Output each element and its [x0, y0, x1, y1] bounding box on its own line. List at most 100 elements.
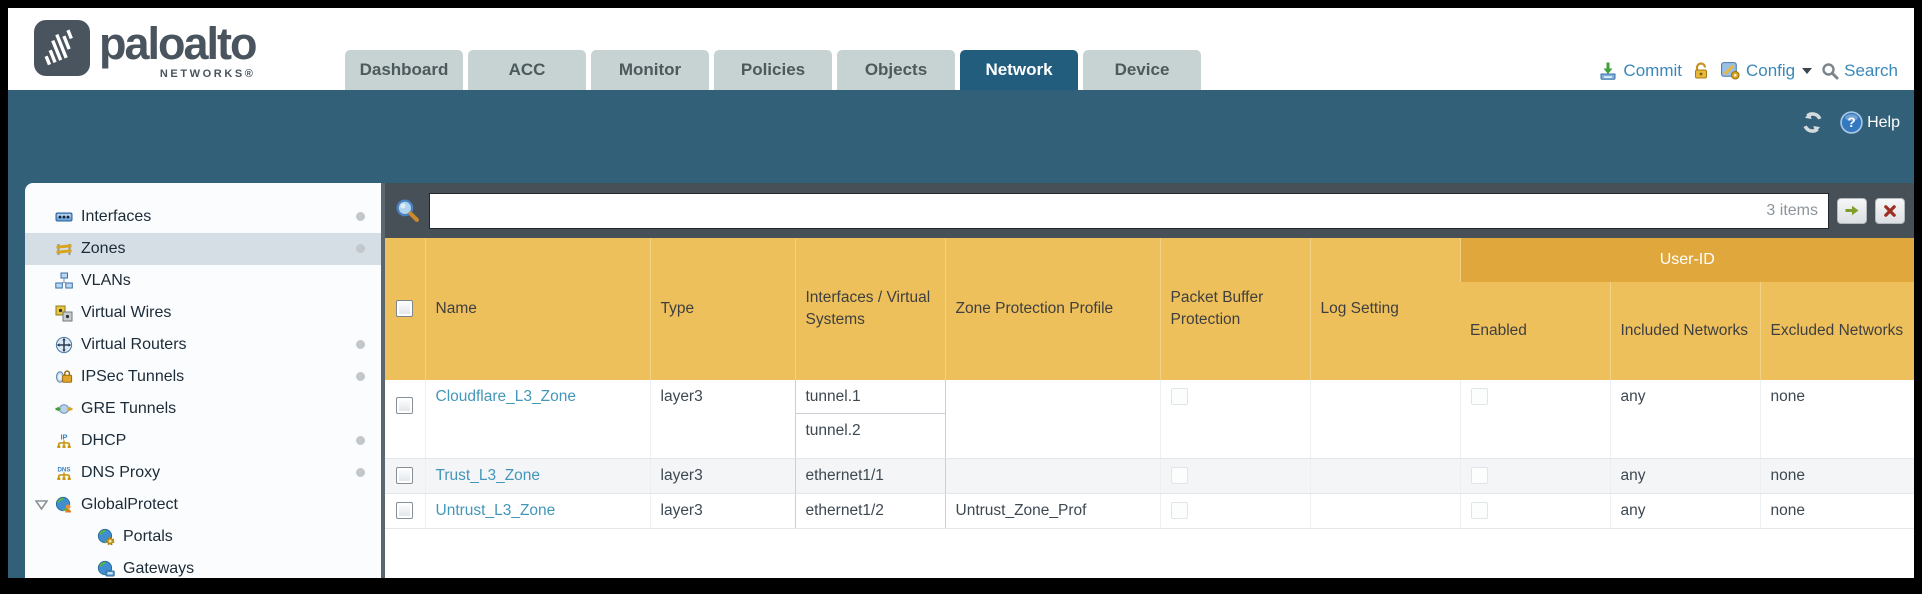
col-header-enabled[interactable]: Enabled — [1460, 282, 1610, 380]
user-id-enabled-checkbox[interactable] — [1470, 467, 1488, 485]
commit-button[interactable]: Commit — [1598, 61, 1682, 81]
svg-text:?: ? — [1847, 115, 1855, 130]
interface-entry: tunnel.1 — [796, 380, 944, 414]
packet-buffer-checkbox[interactable] — [1170, 388, 1188, 406]
sidebar-item-dhcp[interactable]: IP DHCP — [25, 425, 381, 457]
col-header-zone-protection-profile[interactable]: Zone Protection Profile — [944, 238, 1160, 380]
zone-link[interactable]: Untrust_L3_Zone — [435, 502, 556, 519]
col-header-excluded-networks[interactable]: Excluded Networks — [1759, 282, 1914, 380]
tab-monitor[interactable]: Monitor — [591, 50, 709, 90]
row-checkbox[interactable] — [396, 397, 414, 415]
sidebar-item-portals[interactable]: Portals — [25, 521, 381, 553]
sidebar-item-virtual-wires[interactable]: Virtual Wires — [25, 297, 381, 329]
config-menu-button[interactable]: Config — [1720, 60, 1813, 81]
filter-toolbar: 3 items — [385, 183, 1914, 238]
sidebar-item-label: GlobalProtect — [81, 496, 178, 513]
zone-link[interactable]: Trust_L3_Zone — [435, 467, 541, 484]
select-all-checkbox[interactable] — [396, 300, 414, 318]
col-header-log-setting[interactable]: Log Setting — [1309, 238, 1460, 380]
packet-buffer-protection-cell — [1159, 458, 1310, 494]
col-group-user-id: User-ID — [1459, 238, 1914, 282]
dns-proxy-icon: DNS — [57, 467, 71, 480]
filter-search-icon[interactable] — [394, 197, 421, 224]
zone-name-cell: Trust_L3_Zone — [424, 458, 650, 494]
sidebar-item-virtual-routers[interactable]: Virtual Routers — [25, 329, 381, 361]
sidebar-item-label: IPSec Tunnels — [81, 368, 185, 385]
row-select-cell — [385, 380, 425, 459]
sidebar-item-ipsec-tunnels[interactable]: IPSec Tunnels — [25, 361, 381, 393]
sidebar-item-globalprotect[interactable]: GlobalProtect — [25, 489, 381, 521]
status-dot — [356, 244, 365, 253]
user-id-enabled-cell — [1459, 458, 1610, 494]
portals-icon — [97, 528, 115, 546]
refresh-icon[interactable] — [1801, 111, 1824, 134]
sidebar-item-gre-tunnels[interactable]: GRE Tunnels — [25, 393, 381, 425]
config-icon — [1721, 62, 1740, 80]
log-setting-cell — [1309, 493, 1460, 529]
col-header-packet-buffer-protection[interactable]: Packet Buffer Protection — [1159, 238, 1310, 380]
col-header-name[interactable]: Name — [424, 238, 650, 380]
packet-buffer-checkbox[interactable] — [1170, 467, 1188, 485]
green-arrow-icon — [1845, 205, 1859, 216]
sidebar-item-dns-proxy[interactable]: DNS DNS Proxy — [25, 457, 381, 489]
tab-device[interactable]: Device — [1083, 50, 1201, 90]
tab-objects[interactable]: Objects — [837, 50, 955, 90]
zone-type-cell: layer3 — [649, 493, 795, 529]
clear-filter-button[interactable] — [1875, 197, 1905, 224]
included-networks-cell: any — [1609, 493, 1760, 529]
global-search-button[interactable]: Search — [1821, 61, 1898, 81]
sidebar-item-gateways[interactable]: Gateways — [25, 553, 381, 578]
zone-interfaces-cell: ethernet1/2 — [794, 493, 946, 529]
packet-buffer-protection-cell — [1159, 380, 1310, 459]
items-count-badge: 3 items — [1766, 201, 1818, 219]
sidebar-item-vlans[interactable]: VLANs — [25, 265, 381, 297]
col-header-type[interactable]: Type — [649, 238, 795, 380]
vlans-icon — [55, 272, 73, 289]
filter-input[interactable] — [440, 200, 1767, 221]
packet-buffer-checkbox[interactable] — [1170, 502, 1188, 520]
chevron-expanded-icon[interactable] — [35, 500, 48, 510]
gre-tunnels-icon — [55, 404, 73, 414]
utility-bar: ? Help — [1801, 111, 1900, 134]
network-sidebar: Interfaces Zones VLANs — [25, 183, 381, 578]
status-dot — [356, 340, 365, 349]
sidebar-item-zones[interactable]: Zones — [25, 233, 381, 265]
table-row: Cloudflare_L3_Zone layer3 tunnel.1 tunne… — [385, 380, 1914, 459]
zone-type-cell: layer3 — [649, 380, 795, 459]
zones-content-pane: 3 items — [385, 183, 1914, 578]
row-select-cell — [385, 493, 425, 529]
user-id-enabled-cell — [1459, 493, 1610, 529]
logo-text: paloalto NETWORKS® — [99, 20, 258, 81]
sidebar-item-label: Interfaces — [81, 208, 152, 225]
zones-table: Name Type Interfaces / Virtual Systems Z… — [385, 238, 1914, 529]
app-window: paloalto NETWORKS® Dashboard ACC Monitor… — [8, 8, 1914, 578]
user-id-enabled-checkbox[interactable] — [1470, 388, 1488, 406]
gateways-icon — [97, 560, 115, 577]
interfaces-icon — [55, 212, 73, 222]
included-networks-cell: any — [1609, 380, 1760, 459]
row-checkbox[interactable] — [396, 467, 414, 485]
col-header-interfaces[interactable]: Interfaces / Virtual Systems — [794, 238, 945, 380]
tab-policies[interactable]: Policies — [714, 50, 832, 90]
zone-link[interactable]: Cloudflare_L3_Zone — [435, 388, 576, 405]
user-id-enabled-checkbox[interactable] — [1470, 502, 1488, 520]
tab-network[interactable]: Network — [960, 50, 1078, 90]
help-button[interactable]: ? Help — [1840, 111, 1900, 134]
commit-label: Commit — [1623, 60, 1682, 80]
status-dot — [356, 212, 365, 221]
sidebar-item-label: GRE Tunnels — [81, 400, 177, 417]
sidebar-item-label: Zones — [81, 240, 126, 257]
header-actions: Commit Config — [1598, 60, 1898, 81]
apply-filter-button[interactable] — [1837, 197, 1867, 224]
tab-acc[interactable]: ACC — [468, 50, 586, 90]
row-select-cell — [385, 458, 425, 494]
select-all-header — [385, 238, 425, 380]
table-row: Trust_L3_Zone layer3 ethernet1/1 any non… — [385, 458, 1914, 494]
chevron-down-icon — [1802, 67, 1813, 74]
row-checkbox[interactable] — [396, 502, 414, 520]
sidebar-content-divider[interactable] — [381, 183, 385, 578]
col-header-included-networks[interactable]: Included Networks — [1609, 282, 1760, 380]
lock-icon[interactable] — [1691, 61, 1711, 81]
tab-dashboard[interactable]: Dashboard — [345, 50, 463, 90]
sidebar-item-interfaces[interactable]: Interfaces — [25, 201, 381, 233]
